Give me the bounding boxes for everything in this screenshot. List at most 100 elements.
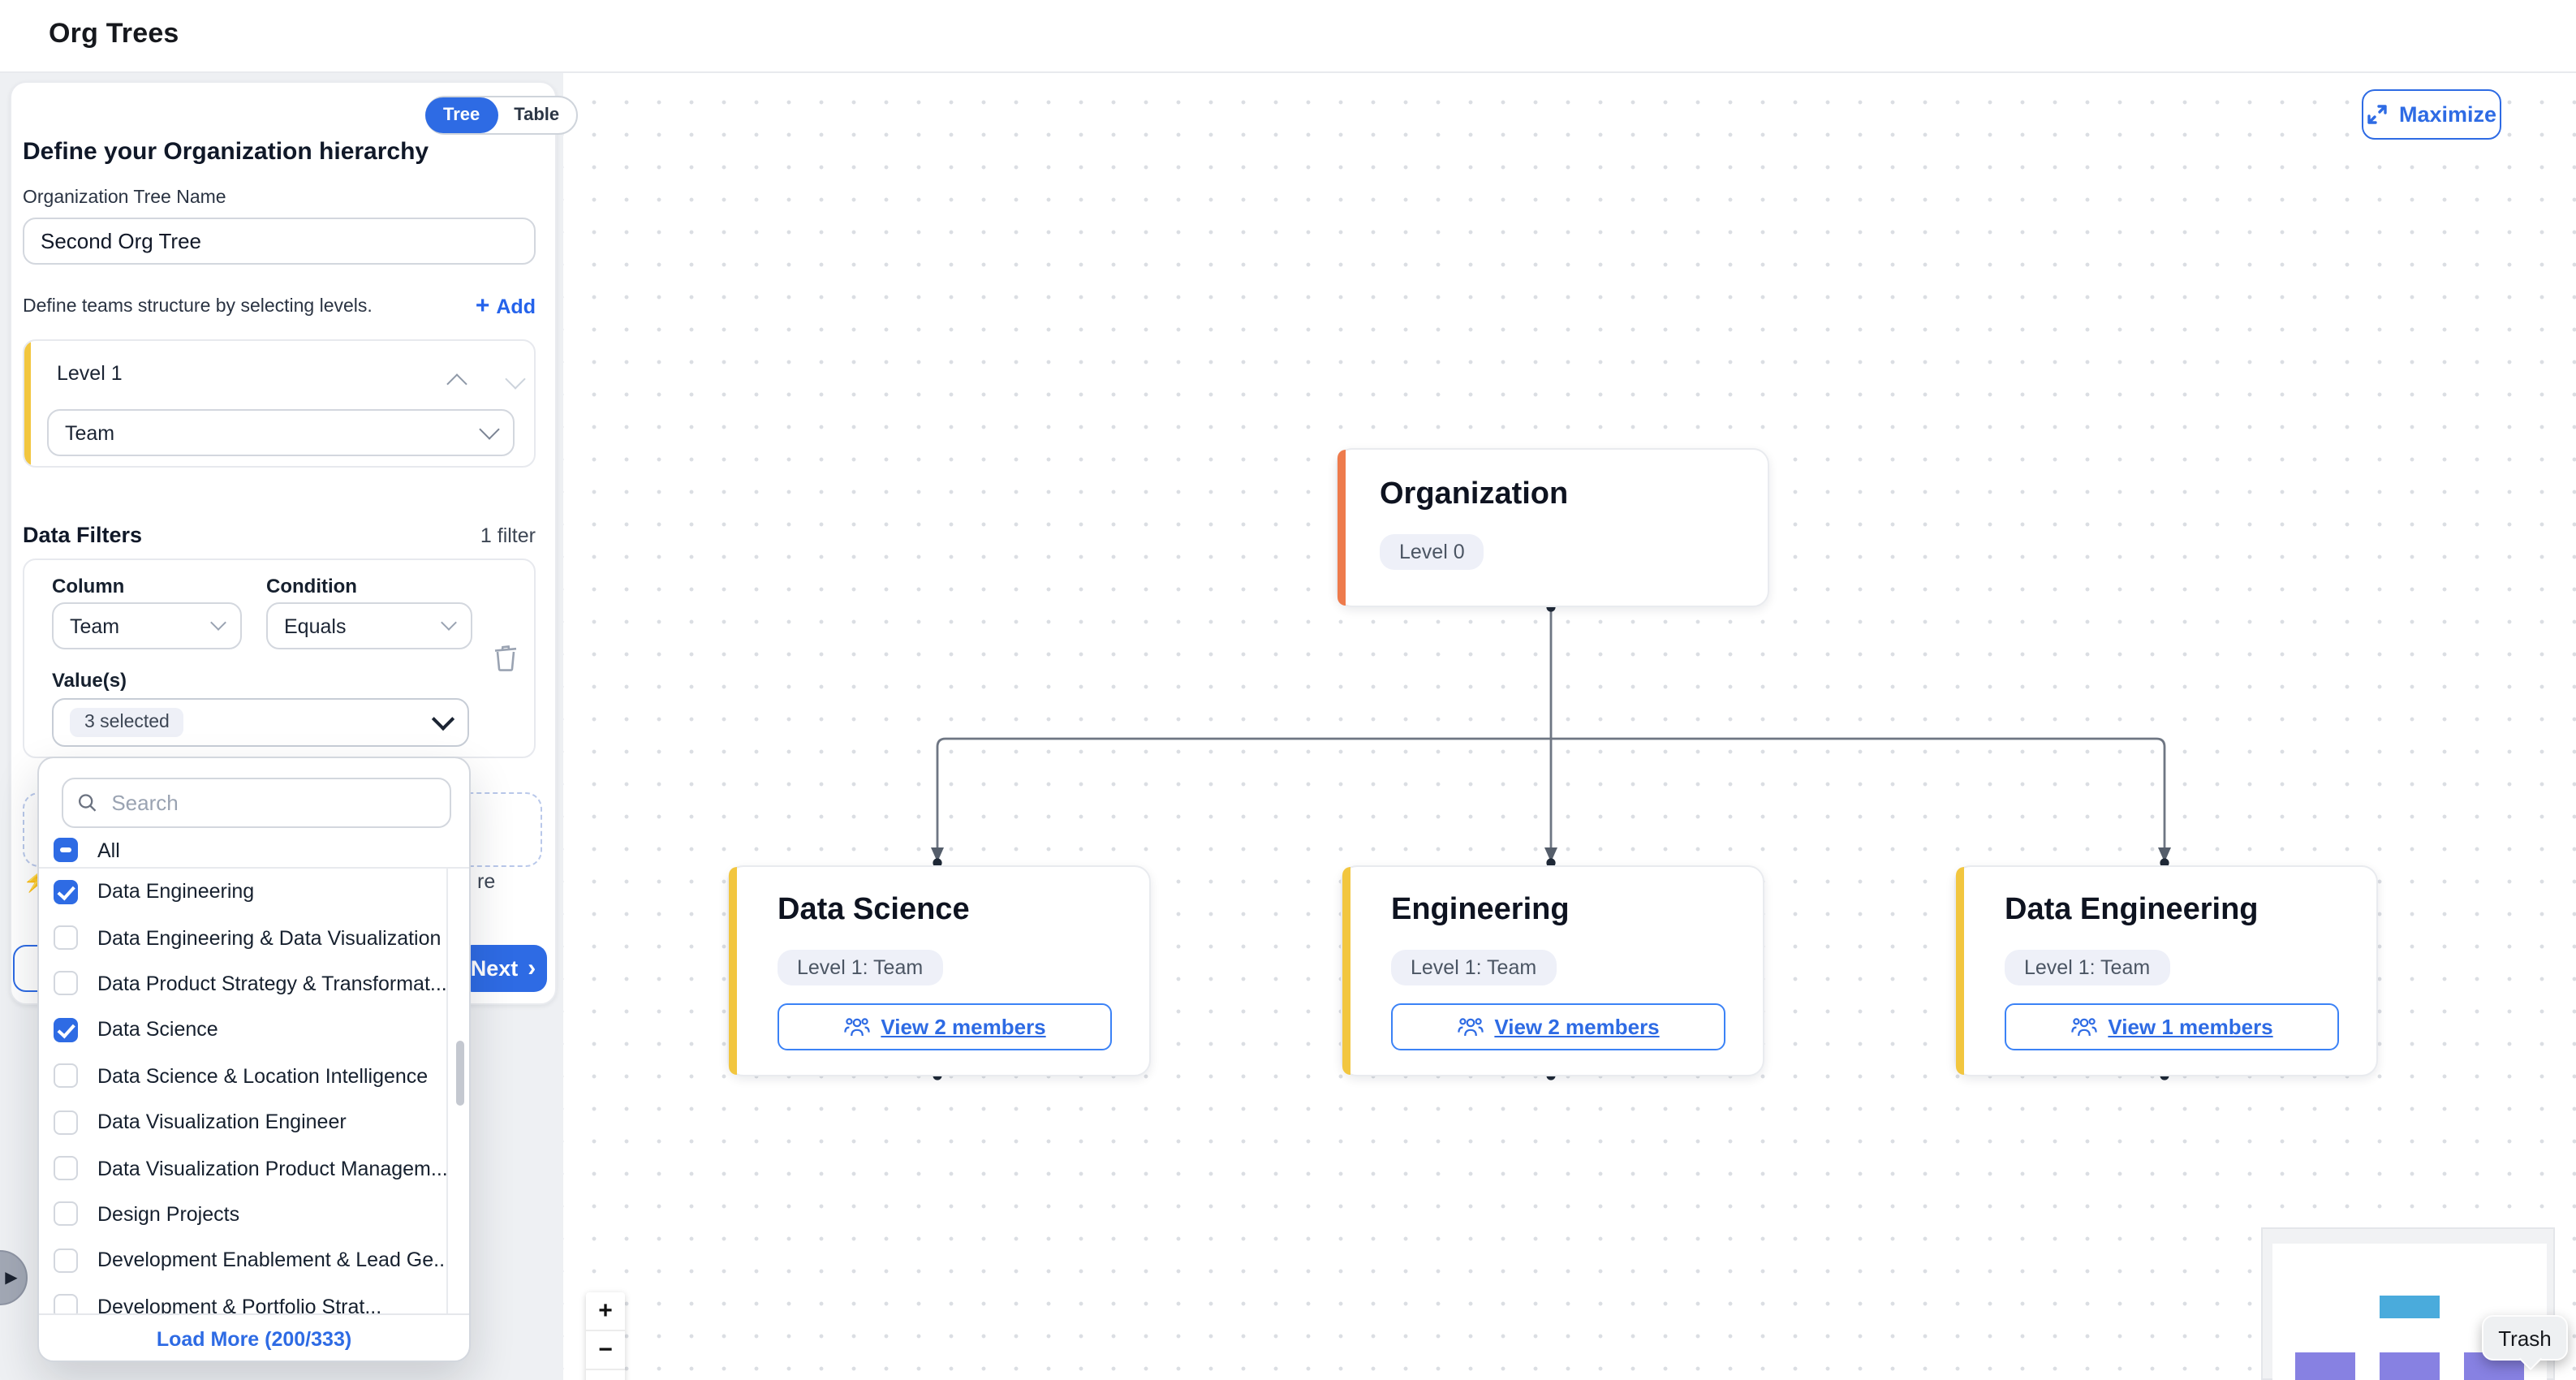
minimap-node-child [2295, 1352, 2355, 1380]
column-select[interactable]: Team [52, 602, 242, 649]
page-title: Org Trees [49, 18, 179, 49]
maximize-button[interactable]: Maximize [2362, 89, 2501, 140]
item-checkbox[interactable] [54, 1110, 78, 1135]
select-all-checkbox[interactable] [54, 838, 78, 862]
item-checkbox[interactable] [54, 971, 78, 996]
dropdown-item[interactable]: Data Visualization Engineer [39, 1099, 446, 1145]
node-accent-bar [729, 867, 737, 1075]
next-button[interactable]: Next › [459, 945, 547, 992]
dropdown-item[interactable]: Development & Portfolio Strat... [39, 1283, 446, 1313]
plus-icon: + [475, 292, 490, 320]
node-accent-bar [1342, 867, 1350, 1075]
tree-name-input[interactable] [23, 218, 536, 265]
chevron-right-icon: › [528, 955, 536, 982]
org-chart-canvas[interactable] [563, 71, 2576, 1380]
condition-label: Condition [266, 575, 357, 597]
item-checkbox[interactable] [54, 1248, 78, 1273]
app-header: Org Trees [0, 0, 2576, 73]
load-more-button[interactable]: Load More (200/333) [39, 1313, 469, 1362]
search-input[interactable] [108, 789, 435, 817]
selected-count-chip: 3 selected [70, 708, 184, 737]
chevron-up-icon [446, 373, 467, 395]
item-checkbox[interactable] [54, 1201, 78, 1227]
minimap-node-child [2380, 1352, 2440, 1380]
view-members-button[interactable]: View 2 members [778, 1003, 1112, 1050]
item-checkbox[interactable] [54, 925, 78, 951]
chevron-down-icon [431, 707, 455, 731]
play-icon: ▶ [5, 1269, 18, 1287]
dropdown-scrollbar[interactable] [456, 1041, 464, 1106]
item-checkbox[interactable] [54, 1294, 78, 1313]
data-filters-title: Data Filters [23, 523, 143, 547]
trash-icon [494, 645, 517, 671]
dropdown-item[interactable]: Development Enablement & Lead Ge... [39, 1237, 446, 1283]
maximize-icon [2367, 105, 2387, 124]
dropdown-item[interactable]: Data Visualization Product Managem... [39, 1145, 446, 1192]
delete-filter-button[interactable] [493, 645, 518, 680]
filter-card: Column Condition Team Equals Valu [23, 558, 536, 758]
values-dropdown-panel: All Data Engineering Data Engineering & … [37, 757, 471, 1362]
condition-select[interactable]: Equals [266, 602, 472, 649]
level-card: Level 1 Team [23, 339, 536, 468]
members-icon [2070, 1018, 2097, 1037]
dropdown-item[interactable]: Data Engineering [39, 869, 446, 915]
select-all-row[interactable]: All [39, 833, 469, 867]
tree-node-child[interactable]: Engineering Level 1: Team View 2 members [1341, 865, 1764, 1076]
tab-table[interactable]: Table [514, 106, 560, 125]
tree-node-root[interactable]: Organization Level 0 [1336, 448, 1769, 607]
chevron-down-icon [441, 615, 457, 631]
members-icon [843, 1018, 870, 1037]
values-label: Value(s) [52, 669, 127, 692]
zoom-out-button[interactable]: − [586, 1331, 625, 1370]
item-checkbox[interactable] [54, 1017, 78, 1042]
item-checkbox[interactable] [54, 879, 78, 904]
node-title: Engineering [1391, 893, 1570, 927]
move-level-up-button[interactable] [446, 370, 467, 399]
node-accent-bar [1956, 867, 1964, 1075]
dropdown-item[interactable]: Data Science & Location Intelligence [39, 1053, 446, 1099]
zoom-controls: + − [586, 1292, 625, 1380]
search-icon [78, 794, 97, 812]
level-accent-bar [24, 341, 31, 466]
node-level-badge: Level 1: Team [2005, 950, 2170, 985]
chevron-down-icon [505, 369, 526, 390]
node-level-badge: Level 0 [1380, 534, 1484, 570]
trash-tooltip: Trash [2482, 1315, 2568, 1371]
divider [39, 867, 469, 869]
level-type-select[interactable]: Team [47, 409, 515, 456]
node-title: Organization [1380, 477, 1569, 511]
view-members-button[interactable]: View 2 members [1391, 1003, 1725, 1050]
tree-node-child[interactable]: Data Science Level 1: Team View 2 member… [727, 865, 1151, 1076]
hint-text-fragment: re [477, 870, 496, 893]
dropdown-item-list[interactable]: Data Engineering Data Engineering & Data… [39, 869, 448, 1313]
view-toggle: Tree Table [425, 96, 578, 135]
tab-tree[interactable]: Tree [425, 97, 498, 133]
dropdown-item[interactable]: Data Science [39, 1007, 446, 1053]
filter-count: 1 filter [480, 524, 536, 547]
dropdown-item[interactable]: Data Product Strategy & Transformat... [39, 961, 446, 1007]
node-level-badge: Level 1: Team [778, 950, 943, 985]
move-level-down-button[interactable] [505, 365, 526, 395]
level-title: Level 1 [57, 362, 123, 385]
chevron-down-icon [210, 615, 226, 631]
add-level-button[interactable]: + Add [475, 292, 536, 320]
view-members-button[interactable]: View 1 members [2005, 1003, 2339, 1050]
tree-node-child[interactable]: Data Engineering Level 1: Team View 1 me… [1954, 865, 2378, 1076]
node-level-badge: Level 1: Team [1391, 950, 1557, 985]
zoom-in-button[interactable]: + [586, 1292, 625, 1331]
tree-name-label: Organization Tree Name [23, 188, 226, 208]
minimap-node-root [2380, 1296, 2440, 1318]
column-label: Column [52, 575, 125, 597]
dropdown-item[interactable]: Design Projects [39, 1191, 446, 1237]
node-accent-bar [1338, 450, 1346, 606]
sidebar-heading: Define your Organization hierarchy [23, 138, 429, 166]
item-checkbox[interactable] [54, 1156, 78, 1181]
levels-hint: Define teams structure by selecting leve… [23, 297, 373, 317]
item-checkbox[interactable] [54, 1063, 78, 1089]
members-icon [1457, 1018, 1484, 1037]
dropdown-item[interactable]: Data Engineering & Data Visualization [39, 915, 446, 961]
dropdown-search[interactable] [62, 778, 451, 828]
node-title: Data Engineering [2005, 893, 2259, 927]
values-multiselect[interactable]: 3 selected [52, 698, 469, 747]
